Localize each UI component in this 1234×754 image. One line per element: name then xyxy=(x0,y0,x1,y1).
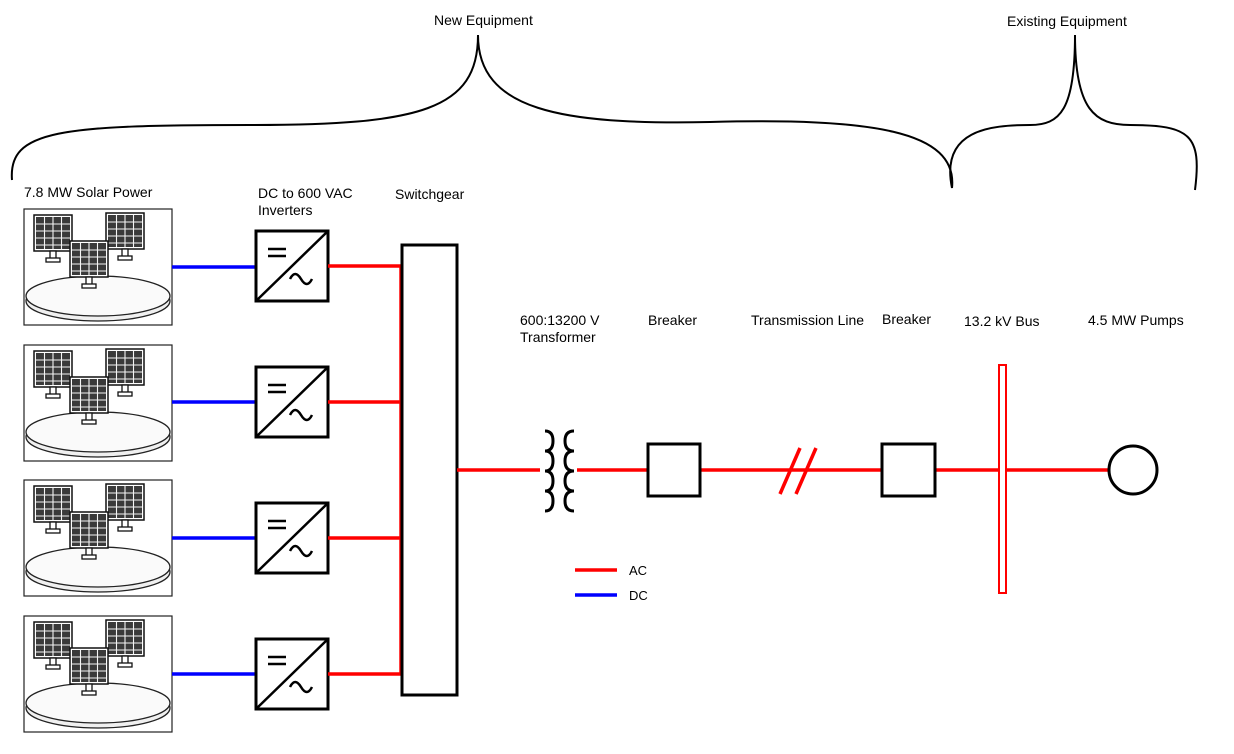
existing-equipment-brace xyxy=(949,34,1198,191)
inverter-4 xyxy=(254,637,330,711)
ac-lines-inverters xyxy=(328,264,403,676)
inverter-1 xyxy=(254,229,330,303)
bus xyxy=(998,364,1007,594)
dc-lines xyxy=(172,265,256,676)
breaker-1 xyxy=(646,442,702,498)
legend-dc-label: DC xyxy=(629,588,648,603)
transmission-line-label: Transmission Line xyxy=(751,312,865,328)
solar-array-2 xyxy=(24,345,172,461)
new-equipment-label: New Equipment xyxy=(434,12,533,28)
bus-label: 13.2 kV Bus xyxy=(964,313,1040,329)
transformer-label: 600:13200 V Transformer xyxy=(520,312,600,345)
solar-array-4 xyxy=(24,616,172,732)
legend-ac-label: AC xyxy=(629,563,648,578)
breaker-1-label: Breaker xyxy=(648,312,698,328)
breaker-2-label: Breaker xyxy=(882,311,932,327)
solar-label: 7.8 MW Solar Power xyxy=(24,184,153,200)
inverter-3 xyxy=(254,501,330,575)
switchgear-label: Switchgear xyxy=(395,186,465,202)
breaker-2 xyxy=(880,442,937,498)
pumps-label: 4.5 MW Pumps xyxy=(1088,312,1184,328)
new-equipment-brace xyxy=(10,34,954,189)
solar-array-3 xyxy=(24,480,172,596)
inverter-2 xyxy=(254,365,330,439)
transmission-line-break xyxy=(778,447,818,495)
inverters-label: DC to 600 VAC Inverters xyxy=(258,185,353,218)
switchgear xyxy=(400,243,459,697)
solar-array-1 xyxy=(24,209,172,325)
existing-equipment-label: Existing Equipment xyxy=(1007,13,1127,29)
pump-motor xyxy=(1107,444,1159,496)
transformer xyxy=(544,429,575,513)
